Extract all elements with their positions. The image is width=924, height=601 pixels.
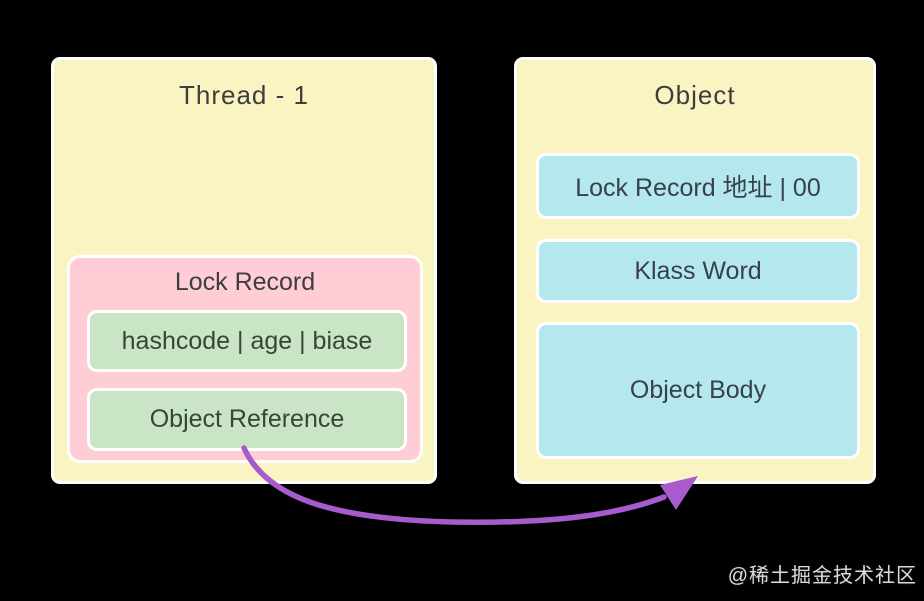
object-row-lock-record-address-label: Lock Record 地址 | 00 <box>575 174 821 202</box>
object-panel: Object Lock Record 地址 | 00 Klass Word Ob… <box>514 57 876 484</box>
thread-panel-title: Thread - 1 <box>179 80 309 110</box>
object-panel-title: Object <box>654 80 736 110</box>
lock-record-row-markword-label: hashcode | age | biase <box>121 326 373 355</box>
lock-record-title: Lock Record <box>174 268 316 296</box>
object-row-object-body: Object Body <box>536 322 860 459</box>
object-row-klass-word: Klass Word <box>536 239 860 303</box>
lock-record-row-object-reference: Object Reference <box>87 388 407 451</box>
object-row-klass-word-label: Klass Word <box>634 256 762 285</box>
lock-record-row-object-reference-label: Object Reference <box>149 405 345 433</box>
lock-record-row-markword: hashcode | age | biase <box>87 310 407 372</box>
thread-panel: Thread - 1 Lock Record hashcode | age | … <box>51 57 437 484</box>
lock-record-box: Lock Record hashcode | age | biase Objec… <box>67 255 423 463</box>
watermark: @稀土掘金技术社区 <box>727 565 917 587</box>
object-row-object-body-label: Object Body <box>629 376 767 404</box>
object-row-lock-record-address: Lock Record 地址 | 00 <box>536 153 860 219</box>
